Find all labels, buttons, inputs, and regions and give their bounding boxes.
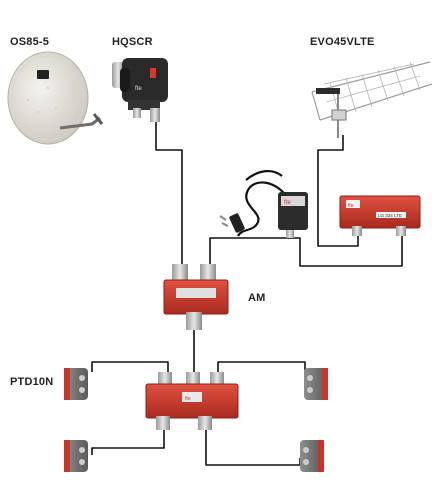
lnb-brand: fte (135, 86, 142, 92)
outlet-top-left (64, 368, 88, 400)
label-amplifier: AM (248, 292, 266, 304)
label-antenna: EVO45VLTE (310, 36, 375, 48)
cable-filter-to-amp (288, 236, 403, 267)
cable-psu-to-amp (209, 236, 291, 268)
filter-brand: fte (348, 203, 354, 209)
power-supply: fte (219, 192, 308, 238)
lte-filter: fte LG 334 LTE (339, 195, 421, 236)
cable-out-3 (91, 420, 165, 455)
cable-out-1 (91, 361, 169, 378)
label-dish: OS85-5 (10, 36, 50, 48)
outlet-bottom-right (300, 440, 324, 472)
label-outlet: PTD10N (10, 376, 54, 388)
cables (91, 120, 403, 466)
label-lnb: HQSCR (112, 36, 153, 48)
cable-antenna-to-filter (317, 135, 359, 247)
splitter: fte (145, 372, 239, 430)
cable-out-4 (205, 420, 301, 466)
outlet-bottom-left (64, 440, 88, 472)
splitter-brand: fte (185, 396, 191, 402)
lnb-hqscr: fte (112, 58, 168, 122)
amplifier-am (163, 264, 229, 330)
cable-out-2 (217, 361, 306, 378)
psu-cord (237, 181, 289, 237)
terrestrial-antenna (311, 61, 433, 138)
cable-lnb-to-amp (155, 120, 183, 268)
outlet-top-right (304, 368, 328, 400)
psu-brand: fte (284, 200, 291, 206)
satellite-dish (7, 51, 104, 145)
filter-model: LG 334 LTE (378, 213, 402, 218)
